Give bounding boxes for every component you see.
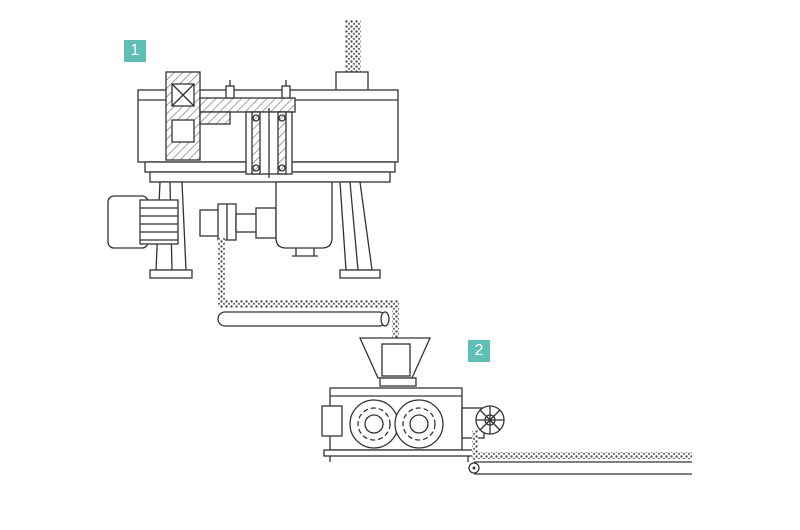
transfer-conveyor — [217, 311, 390, 327]
gearbox — [275, 181, 333, 249]
feed-inlet — [335, 71, 369, 93]
drive-shaft — [199, 97, 296, 113]
step-badge-1: 1 — [124, 40, 146, 62]
machine-1-mixer — [107, 20, 399, 279]
granule-flow-1 — [218, 238, 399, 340]
machine-2-roller-press — [321, 337, 505, 462]
coupling-assembly — [199, 203, 277, 241]
step-badge-2: 2 — [468, 340, 490, 362]
press-rollers — [349, 399, 444, 449]
adjustment-handwheel — [475, 405, 505, 435]
feed-stream-top — [345, 20, 361, 72]
drive-motor — [107, 195, 179, 249]
output-conveyor — [468, 430, 692, 475]
press-base — [323, 449, 475, 457]
